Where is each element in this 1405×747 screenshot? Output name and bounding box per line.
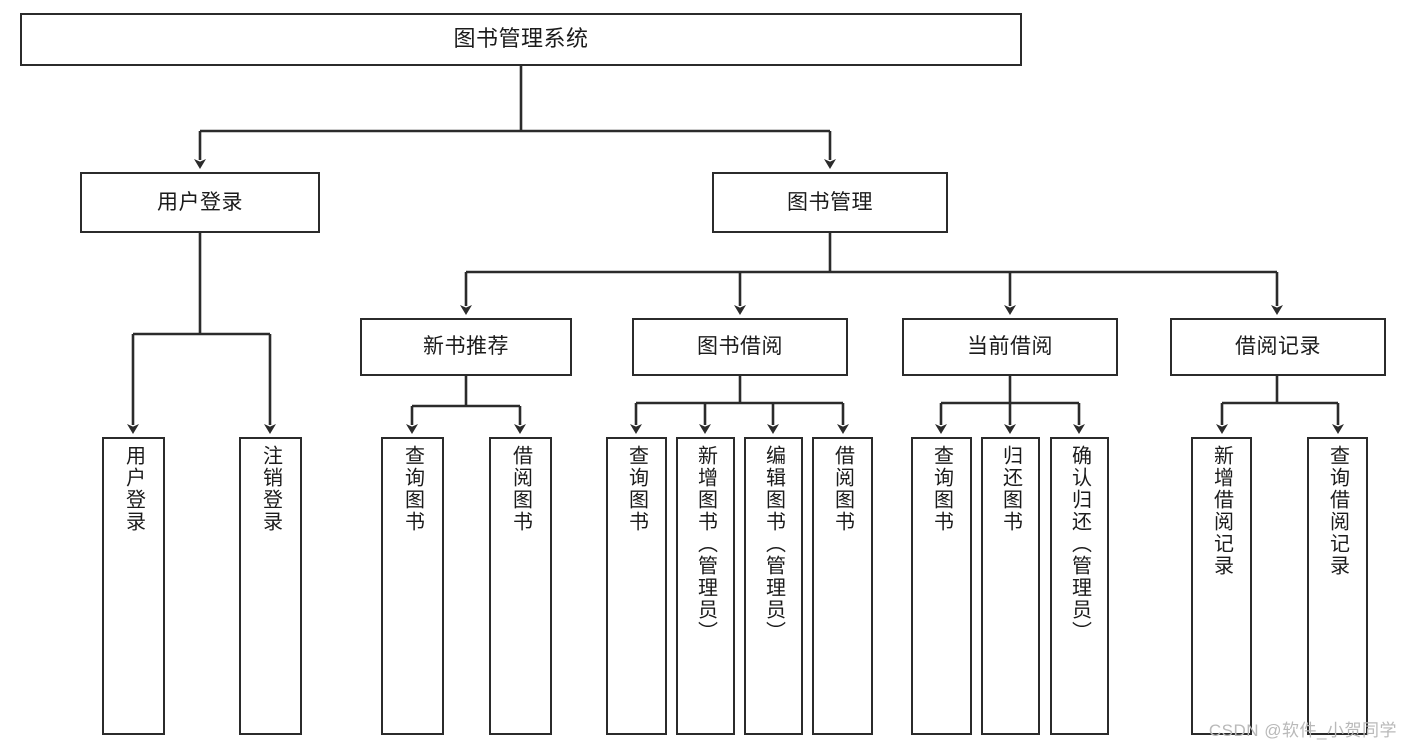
node-leaf-add-book-admin[interactable]: 新增图书（管理员）	[676, 437, 735, 735]
node-label: 当前借阅	[967, 335, 1053, 359]
node-leaf-borrow-book-1[interactable]: 借阅图书	[489, 437, 552, 735]
node-label: 图书借阅	[697, 335, 783, 359]
node-label: 新书推荐	[423, 335, 509, 359]
node-book-management[interactable]: 图书管理	[712, 172, 948, 233]
node-current-borrow[interactable]: 当前借阅	[902, 318, 1118, 376]
node-label: 图书管理系统	[453, 26, 589, 52]
node-leaf-user-login[interactable]: 用户登录	[102, 437, 165, 735]
watermark: CSDN @软件_小贺同学	[1208, 721, 1397, 740]
node-leaf-query-book-2[interactable]: 查询图书	[606, 437, 667, 735]
node-label: 借阅图书	[831, 445, 854, 533]
node-leaf-query-book-3[interactable]: 查询图书	[911, 437, 972, 735]
node-label: 用户登录	[157, 190, 243, 214]
node-user-login[interactable]: 用户登录	[80, 172, 320, 233]
node-label: 查询图书	[625, 445, 648, 533]
node-leaf-borrow-book-2[interactable]: 借阅图书	[812, 437, 873, 735]
node-leaf-edit-book-admin[interactable]: 编辑图书（管理员）	[744, 437, 803, 735]
node-borrow-record[interactable]: 借阅记录	[1170, 318, 1386, 376]
node-label: 注销登录	[259, 445, 282, 533]
node-label: 借阅记录	[1235, 335, 1321, 359]
node-label: 借阅图书	[509, 445, 532, 533]
node-label: 归还图书	[999, 445, 1022, 533]
node-label: 用户登录	[122, 445, 145, 533]
node-label: 查询借阅记录	[1326, 445, 1349, 577]
node-leaf-confirm-return-admin[interactable]: 确认归还（管理员）	[1050, 437, 1109, 735]
node-root-book-management-system[interactable]: 图书管理系统	[20, 13, 1022, 66]
node-leaf-query-borrow-record[interactable]: 查询借阅记录	[1307, 437, 1368, 735]
node-leaf-add-borrow-record[interactable]: 新增借阅记录	[1191, 437, 1252, 735]
node-label: 确认归还（管理员）	[1068, 445, 1091, 643]
node-leaf-return-book[interactable]: 归还图书	[981, 437, 1040, 735]
node-label: 新增借阅记录	[1210, 445, 1233, 577]
node-new-book-recommend[interactable]: 新书推荐	[360, 318, 572, 376]
node-label: 查询图书	[930, 445, 953, 533]
node-label: 查询图书	[401, 445, 424, 533]
node-label: 新增图书（管理员）	[694, 445, 717, 643]
node-label: 编辑图书（管理员）	[762, 445, 785, 643]
node-leaf-query-book-1[interactable]: 查询图书	[381, 437, 444, 735]
node-label: 图书管理	[787, 190, 873, 214]
node-leaf-logout-login[interactable]: 注销登录	[239, 437, 302, 735]
node-book-borrow[interactable]: 图书借阅	[632, 318, 848, 376]
